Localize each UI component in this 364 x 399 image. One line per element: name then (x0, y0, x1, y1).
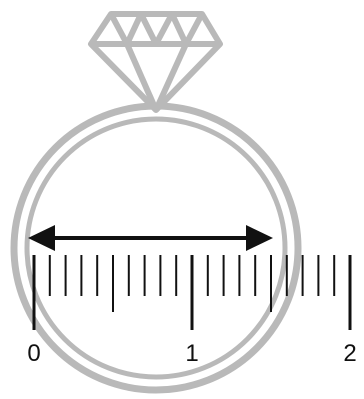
ring-band-icon (14, 106, 298, 390)
tick-label-2: 2 (343, 340, 356, 367)
double-arrow-icon (28, 225, 273, 251)
measurement-arrow-left-head (28, 225, 55, 251)
tick-label-0: 0 (27, 340, 40, 367)
ruler (34, 255, 350, 330)
ring-outer-edge (14, 106, 298, 390)
tick-label-1: 1 (185, 340, 198, 367)
measurement-arrow-right-head (246, 225, 273, 251)
diamond-icon (91, 14, 220, 110)
